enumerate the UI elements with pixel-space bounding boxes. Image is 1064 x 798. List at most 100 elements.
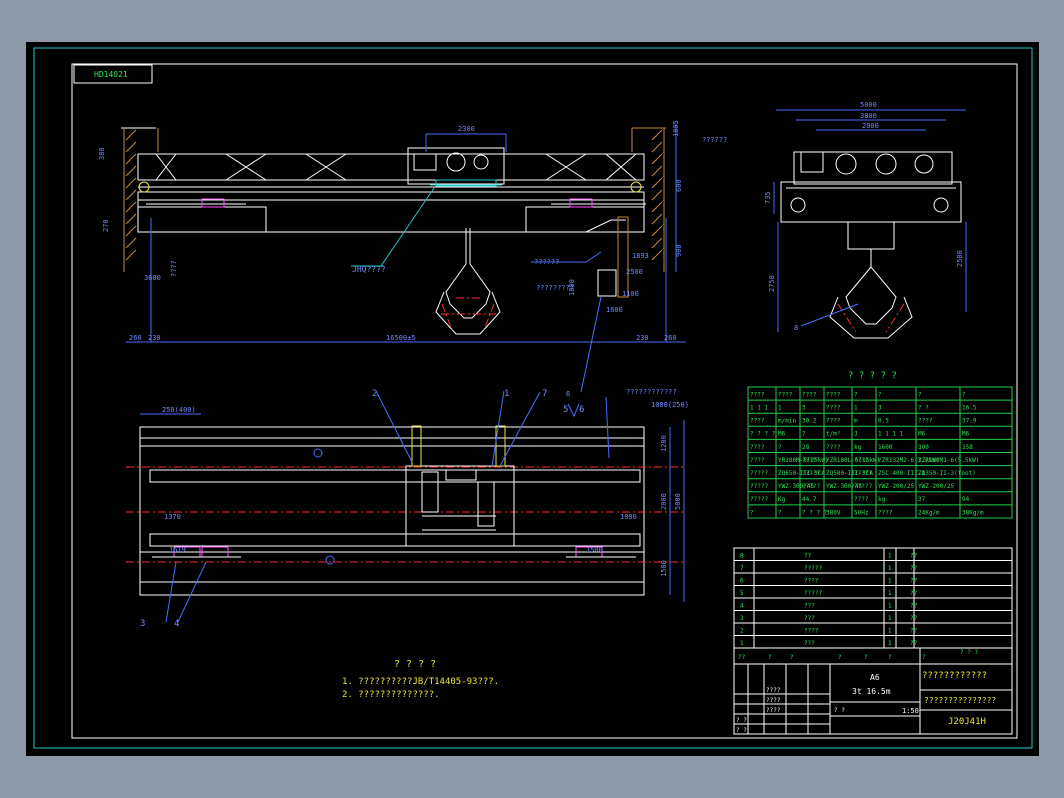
title-meta-3: ? ? <box>736 717 747 724</box>
side-callout-8: 8 <box>794 324 798 332</box>
spec-cell: ????? <box>802 470 820 477</box>
label-lifting-height: ???? <box>170 260 178 277</box>
spec-cell: ? <box>802 431 806 438</box>
drawing-sheet: HD14021 16500±5 <box>26 42 1039 756</box>
front-elevation: 16500±5 260 230 230 260 2300 1895 600 90… <box>98 120 727 398</box>
spec-cell: ???? <box>918 418 933 425</box>
parts-cell: 1 <box>888 602 892 609</box>
spec-cell: ZQ500-III-3CA <box>826 470 873 477</box>
parts-cell: 1 <box>888 565 892 572</box>
spec-cell: ? <box>778 444 782 451</box>
spec-cell: 37 <box>918 496 926 503</box>
spec-cell: ???? <box>826 405 841 412</box>
parts-cell: ??? <box>804 640 815 647</box>
spec-cell: 158 <box>962 444 973 451</box>
parts-cell: 4 <box>740 602 744 609</box>
spec-cell: ????? <box>750 483 768 490</box>
spec-cell: ????? <box>750 496 768 503</box>
dim-plan-1619: 1500 <box>586 546 603 554</box>
side-view: 5000 3800 2000 735 2750 2500 8 <box>764 101 967 339</box>
dim-wall-mid: 270 <box>102 219 110 232</box>
spec-cell: 24Kg/m <box>918 509 940 516</box>
spec-cell: ???? <box>826 391 841 398</box>
spec-cell: ???? <box>826 444 841 451</box>
spec-cell: ????? <box>750 470 768 477</box>
title-meta-1: ???? <box>766 697 781 704</box>
title-drawing-no: J20J41H <box>948 717 986 727</box>
code-box-text: HD14021 <box>94 70 128 79</box>
parts-cell: 1 <box>888 627 892 634</box>
spec-cell: ? ? <box>918 405 929 412</box>
spec-cell: 50Hz <box>854 509 869 516</box>
spec-cell: 28 <box>802 444 810 451</box>
spec-cell: 1 <box>778 405 782 412</box>
dim-1800: 1800 <box>568 279 576 296</box>
spec-cell: YZR160M1-6(5.5kW) <box>918 457 979 464</box>
title-capacity: 3t 16.5m <box>852 687 891 696</box>
plan-callout-6: 6 <box>579 405 584 415</box>
spec-cell: YR280M-8(25kW) <box>778 457 829 464</box>
spec-cell: ? <box>854 391 858 398</box>
parts-cell: 1 <box>888 577 892 584</box>
parts-cell: ?? <box>910 565 918 572</box>
front-callout-6: 6 <box>566 390 570 398</box>
dim-top-clearance: 1895 <box>672 120 680 137</box>
parts-cell: ???? <box>804 627 819 634</box>
spec-cell: YZR132M2-6(3.7kW) <box>878 457 939 464</box>
title-grade: A6 <box>870 673 880 682</box>
spec-cell: YWZ-200/25 <box>878 483 915 490</box>
parts-cell: ?? <box>910 602 918 609</box>
spec-cell: ???? <box>750 457 765 464</box>
spec-cell: kg <box>854 444 862 451</box>
spec-cell: 37.9 <box>962 418 977 425</box>
dim-side-3800: 3800 <box>860 112 877 120</box>
spec-cell: ???? <box>802 391 817 398</box>
spec-cell: 94 <box>962 496 970 503</box>
parts-cell: ?? <box>910 615 918 622</box>
dim-span: 16500±5 <box>386 334 416 342</box>
title-drawing-name: ??????????????? <box>924 696 996 705</box>
spec-cell: 380V <box>826 509 841 516</box>
title-scale: 1:50 <box>902 707 919 715</box>
dim-plan-5000: 5000 <box>674 493 682 510</box>
parts-header-0: ?? <box>738 654 746 661</box>
parts-cell: 6 <box>740 577 744 584</box>
title-meta-2: ???? <box>766 707 781 714</box>
parts-header-4: ? <box>864 654 868 661</box>
title-meta-0: ???? <box>766 687 781 694</box>
dim-right-inset: 230 <box>636 334 649 342</box>
spec-cell: 38Kg/m <box>962 509 984 516</box>
parts-cell: 1 <box>888 590 892 597</box>
spec-cell: 30.2 <box>802 418 817 425</box>
plan-callout-7: 7 <box>542 389 547 399</box>
dim-rail-height: 600 <box>675 179 683 192</box>
title-meta-5: ? ? <box>834 707 845 714</box>
spec-cell: ? <box>778 509 782 516</box>
spec-cell: ???? <box>854 457 869 464</box>
plan-callout-5: 5 <box>563 405 568 415</box>
label-top: ?????? <box>702 136 727 144</box>
dim-side-735: 735 <box>764 191 772 204</box>
plan-view: 250(400) 1370 1080 1619 1500 1200 2000 5… <box>126 388 689 629</box>
spec-cell: ? ? ? ? <box>802 509 828 516</box>
dim-plan-2000: 2000 <box>660 493 668 510</box>
title-company: ???????????? <box>922 671 987 681</box>
spec-cell: ? <box>878 391 882 398</box>
parts-cell: ?? <box>910 577 918 584</box>
parts-header-3: ? <box>838 654 842 661</box>
parts-cell: ????? <box>804 590 822 597</box>
parts-cell: 1 <box>888 615 892 622</box>
code-box <box>73 64 153 84</box>
parts-cell: ??? <box>804 615 815 622</box>
spec-table-title: ? ? ? ? ? <box>848 371 897 381</box>
spec-cell: ???? <box>750 418 765 425</box>
notes-title: ? ? ? ? <box>394 659 436 670</box>
spec-cell: ? ? ? ? <box>750 431 776 438</box>
title-block: A6 3t 16.5m ???????????? ???????????????… <box>733 647 1013 735</box>
spec-cell: m/min <box>778 418 796 425</box>
parts-cell: ?? <box>910 552 918 559</box>
dim-900: 2500 <box>626 268 643 276</box>
dim-left-inset: 230 <box>148 334 161 342</box>
plan-callout-2: 2 <box>372 389 377 399</box>
